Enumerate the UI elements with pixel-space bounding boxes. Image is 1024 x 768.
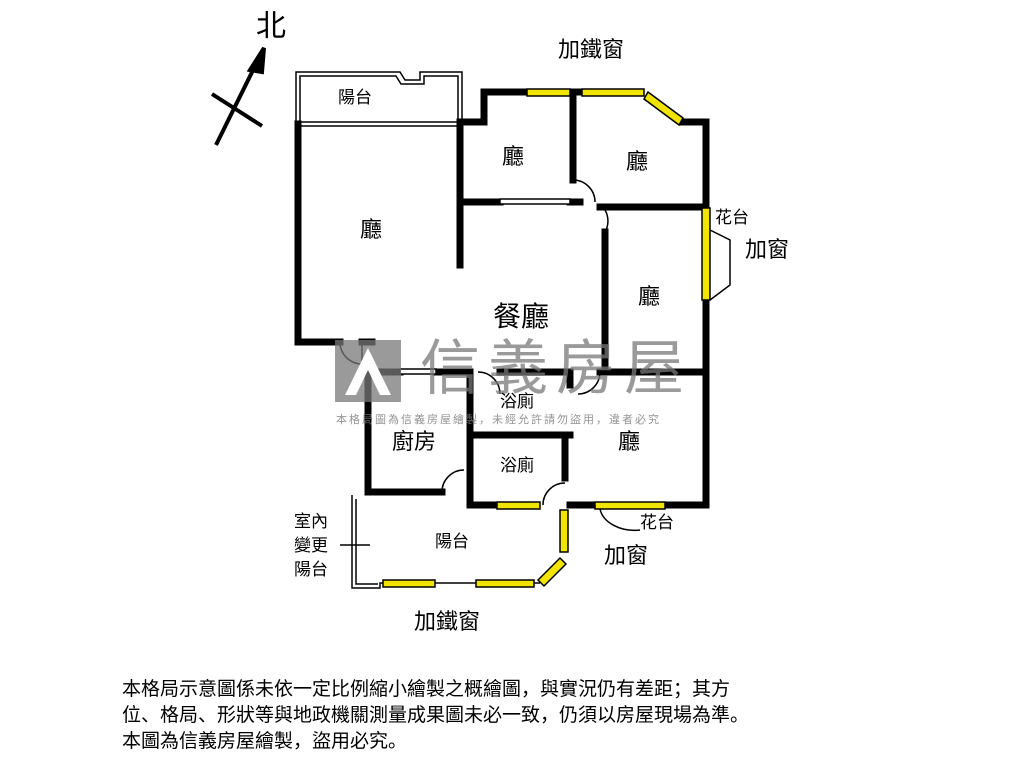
annotation-flower-box-bottom: 花台: [640, 513, 674, 533]
room-balcony-top: 陽台: [338, 88, 372, 108]
watermark-brand: 信義房屋: [420, 334, 692, 404]
annotation-window-bottom: 加窗: [604, 544, 649, 569]
annotation-iron-window-top: 加鐵窗: [558, 38, 625, 63]
room-bath-2: 浴廁: [500, 456, 534, 476]
annotation-line: 室內: [294, 512, 328, 532]
annotation-flower-box-right: 花台: [715, 208, 749, 228]
disclaimer-line: 位、格局、形狀等與地政機關測量成果圖未必一致，仍須以房屋現場為準。: [122, 704, 750, 726]
annotation-line: 陽台: [294, 560, 328, 580]
room-living-left: 廳: [360, 218, 383, 243]
room-top-2: 廳: [626, 150, 649, 175]
disclaimer-line: 本圖為信義房屋繪製，盜用必究。: [122, 730, 408, 752]
brand-logo-icon: [335, 340, 401, 402]
room-balcony-bottom: 陽台: [435, 532, 469, 552]
room-right: 廳: [638, 285, 661, 310]
annotation-iron-window-bottom: 加鐵窗: [414, 610, 481, 635]
balcony-top-outline: [295, 71, 463, 127]
north-label: 北: [256, 9, 286, 44]
annotation-indoor-changed-balcony: 室內 變更 陽台: [294, 510, 328, 582]
sliding-doors: [399, 198, 571, 375]
north-arrow-icon: [210, 46, 266, 146]
watermark-notice: 本格局圖為信義房屋繪製，未經允許請勿盜用，違者必究: [336, 413, 661, 426]
room-bath-1: 浴廁: [500, 392, 534, 412]
annotation-line: 變更: [294, 536, 328, 556]
disclaimer-line: 本格局示意圖係未依一定比例縮小繪製之概繪圖，與實況仍有差距；其方: [122, 678, 731, 700]
room-kitchen: 廚房: [392, 430, 437, 455]
annotation-window-right: 加窗: [745, 238, 790, 263]
room-top-1: 廳: [502, 145, 525, 170]
windows: [382, 88, 731, 588]
room-bottom-right: 廳: [618, 430, 641, 455]
disclaimer: 本格局示意圖係未依一定比例縮小繪製之概繪圖，與實況仍有差距；其方 位、格局、形狀…: [122, 676, 749, 754]
room-dining: 餐廳: [493, 300, 550, 333]
